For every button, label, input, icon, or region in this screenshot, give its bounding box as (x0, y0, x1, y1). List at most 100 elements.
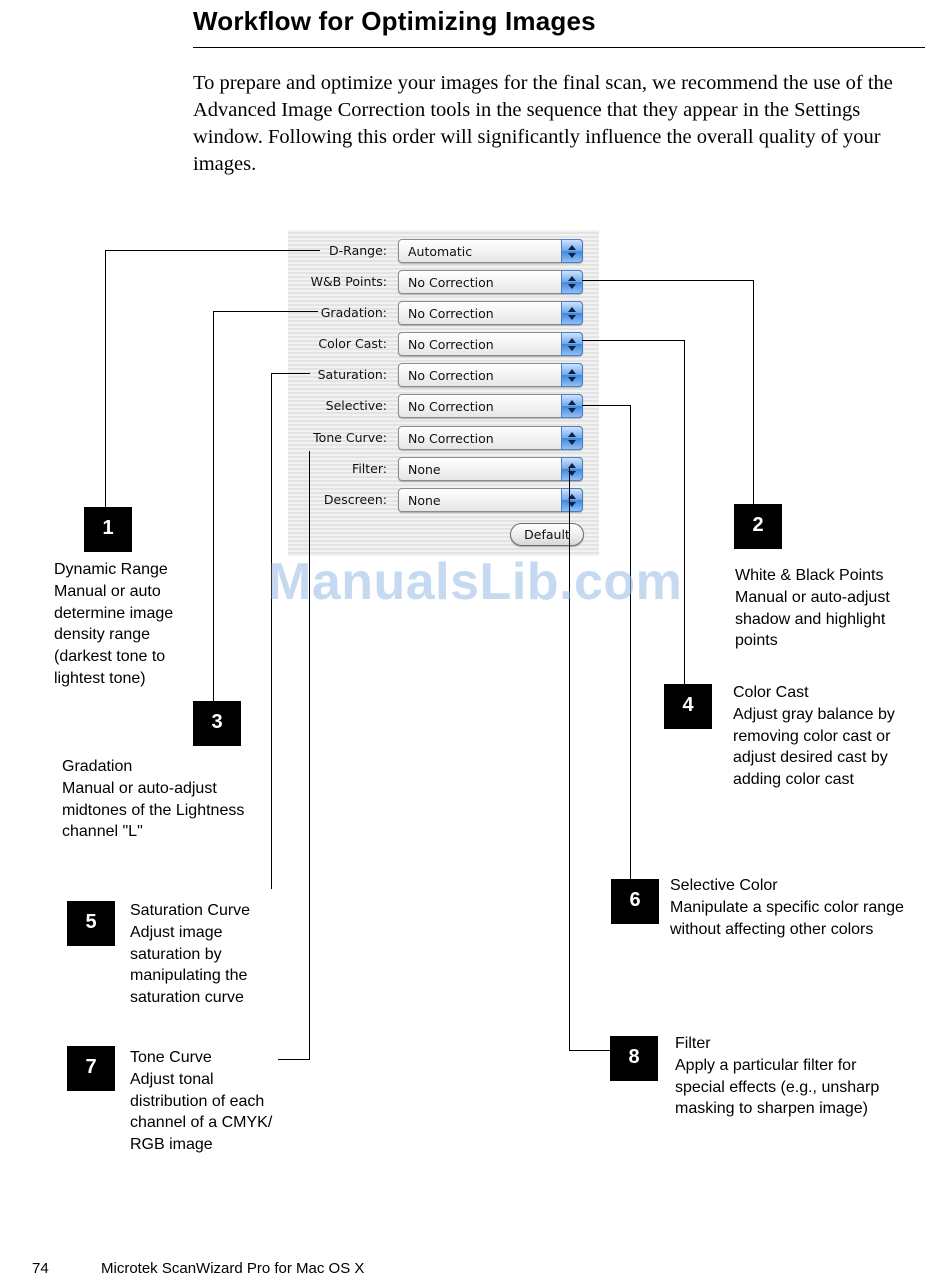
callout-description: Adjust tonal distribution of each channe… (130, 1070, 273, 1154)
popup-arrows-icon (561, 426, 583, 450)
callout-title: Tone Curve (130, 1049, 212, 1066)
step-number-box: 6 (611, 879, 659, 924)
callout-title: Filter (675, 1035, 711, 1052)
setting-label: W&B Points: (310, 274, 387, 289)
callout-description: Manual or auto-adjust shadow and highlig… (735, 588, 890, 650)
callout-saturation-curve: Saturation Curve Adjust image saturation… (130, 900, 275, 1009)
saturation-select[interactable]: No Correction (398, 363, 583, 387)
setting-label: Gradation: (320, 305, 387, 320)
setting-row-wb-points: W&B Points: No Correction (288, 270, 599, 296)
intro-paragraph: To prepare and optimize your images for … (193, 70, 923, 178)
popup-arrows-icon (561, 363, 583, 387)
callout-title: White & Black Points (735, 567, 884, 584)
connector-line (582, 405, 631, 406)
setting-label: Color Cast: (318, 336, 387, 351)
callout-tone-curve: Tone Curve Adjust tonal distribution of … (130, 1047, 290, 1156)
select-value: No Correction (408, 431, 494, 446)
step-number-box: 2 (734, 504, 782, 549)
connector-line (630, 405, 631, 880)
connector-line (105, 250, 320, 251)
settings-panel: D-Range: Automatic W&B Points: No Correc… (288, 230, 599, 556)
popup-arrows-icon (561, 239, 583, 263)
select-value: Automatic (408, 244, 473, 259)
select-value: No Correction (408, 368, 494, 383)
filter-select[interactable]: None (398, 457, 583, 481)
callout-description: Manual or auto-adjust midtones of the Li… (62, 779, 245, 841)
callout-title: Color Cast (733, 684, 809, 701)
select-value: None (408, 493, 441, 508)
wb-points-select[interactable]: No Correction (398, 270, 583, 294)
select-value: No Correction (408, 337, 494, 352)
callout-description: Adjust gray balance by removing color ca… (733, 705, 895, 789)
setting-row-selective: Selective: No Correction (288, 394, 599, 420)
setting-row-color-cast: Color Cast: No Correction (288, 332, 599, 358)
title-rule (193, 47, 925, 48)
callout-title: Dynamic Range (54, 561, 168, 578)
d-range-select[interactable]: Automatic (398, 239, 583, 263)
popup-arrows-icon (561, 457, 583, 481)
watermark: ManualsLib.com (268, 553, 683, 611)
setting-label: Filter: (352, 461, 387, 476)
select-value: No Correction (408, 399, 494, 414)
callout-description: Adjust image saturation by manipulating … (130, 923, 248, 1007)
color-cast-select[interactable]: No Correction (398, 332, 583, 356)
setting-row-filter: Filter: None (288, 457, 599, 483)
connector-line (278, 1059, 310, 1060)
select-value: No Correction (408, 275, 494, 290)
setting-row-descreen: Descreen: None (288, 488, 599, 514)
connector-line (582, 340, 685, 341)
footer-text: Microtek ScanWizard Pro for Mac OS X (101, 1260, 365, 1277)
page-number: 74 (32, 1260, 49, 1277)
select-value: No Correction (408, 306, 494, 321)
step-number-box: 8 (610, 1036, 658, 1081)
popup-arrows-icon (561, 332, 583, 356)
popup-arrows-icon (561, 488, 583, 512)
popup-arrows-icon (561, 394, 583, 418)
callout-dynamic-range: Dynamic Range Manual or auto determine i… (54, 559, 204, 690)
callout-title: Gradation (62, 758, 133, 775)
tone-curve-select[interactable]: No Correction (398, 426, 583, 450)
setting-row-gradation: Gradation: No Correction (288, 301, 599, 327)
callout-filter: Filter Apply a particular filter for spe… (675, 1033, 885, 1120)
descreen-select[interactable]: None (398, 488, 583, 512)
setting-label: Tone Curve: (313, 430, 387, 445)
connector-line (213, 311, 318, 312)
gradation-select[interactable]: No Correction (398, 301, 583, 325)
selective-select[interactable]: No Correction (398, 394, 583, 418)
setting-row-saturation: Saturation: No Correction (288, 363, 599, 389)
page-title: Workflow for Optimizing Images (193, 6, 596, 36)
page-footer: 74 Microtek ScanWizard Pro for Mac OS X (0, 1260, 950, 1280)
connector-line (582, 280, 754, 281)
callout-white-black-points: White & Black Points Manual or auto-adju… (735, 565, 920, 652)
connector-line (569, 1050, 611, 1051)
callout-color-cast: Color Cast Adjust gray balance by removi… (733, 682, 933, 791)
connector-line (684, 340, 685, 685)
connector-line (569, 467, 570, 1051)
callout-title: Saturation Curve (130, 902, 251, 919)
callout-description: Apply a particular filter for special ef… (675, 1056, 880, 1118)
connector-line (753, 280, 754, 505)
setting-row-tone-curve: Tone Curve: No Correction (288, 426, 599, 452)
default-button[interactable]: Default (510, 523, 584, 546)
connector-line (309, 451, 310, 1060)
popup-arrows-icon (561, 301, 583, 325)
intro-text: To prepare and optimize your images for … (193, 72, 893, 175)
callout-selective-color: Selective Color Manipulate a specific co… (670, 875, 910, 940)
step-number-box: 1 (84, 507, 132, 552)
popup-arrows-icon (561, 270, 583, 294)
step-number-box: 3 (193, 701, 241, 746)
step-number-box: 7 (67, 1046, 115, 1091)
callout-title: Selective Color (670, 877, 778, 894)
connector-line (213, 311, 214, 702)
callout-description: Manual or auto determine image density r… (54, 582, 174, 687)
step-number-box: 5 (67, 901, 115, 946)
connector-line (105, 250, 106, 508)
callout-description: Manipulate a specific color range withou… (670, 898, 904, 938)
callout-gradation: Gradation Manual or auto-adjust midtones… (62, 756, 247, 843)
setting-label: Descreen: (323, 492, 387, 507)
setting-label: Selective: (325, 398, 387, 413)
setting-label: D-Range: (329, 243, 387, 258)
step-number-box: 4 (664, 684, 712, 729)
setting-row-d-range: D-Range: Automatic (288, 239, 599, 265)
setting-label: Saturation: (317, 367, 387, 382)
